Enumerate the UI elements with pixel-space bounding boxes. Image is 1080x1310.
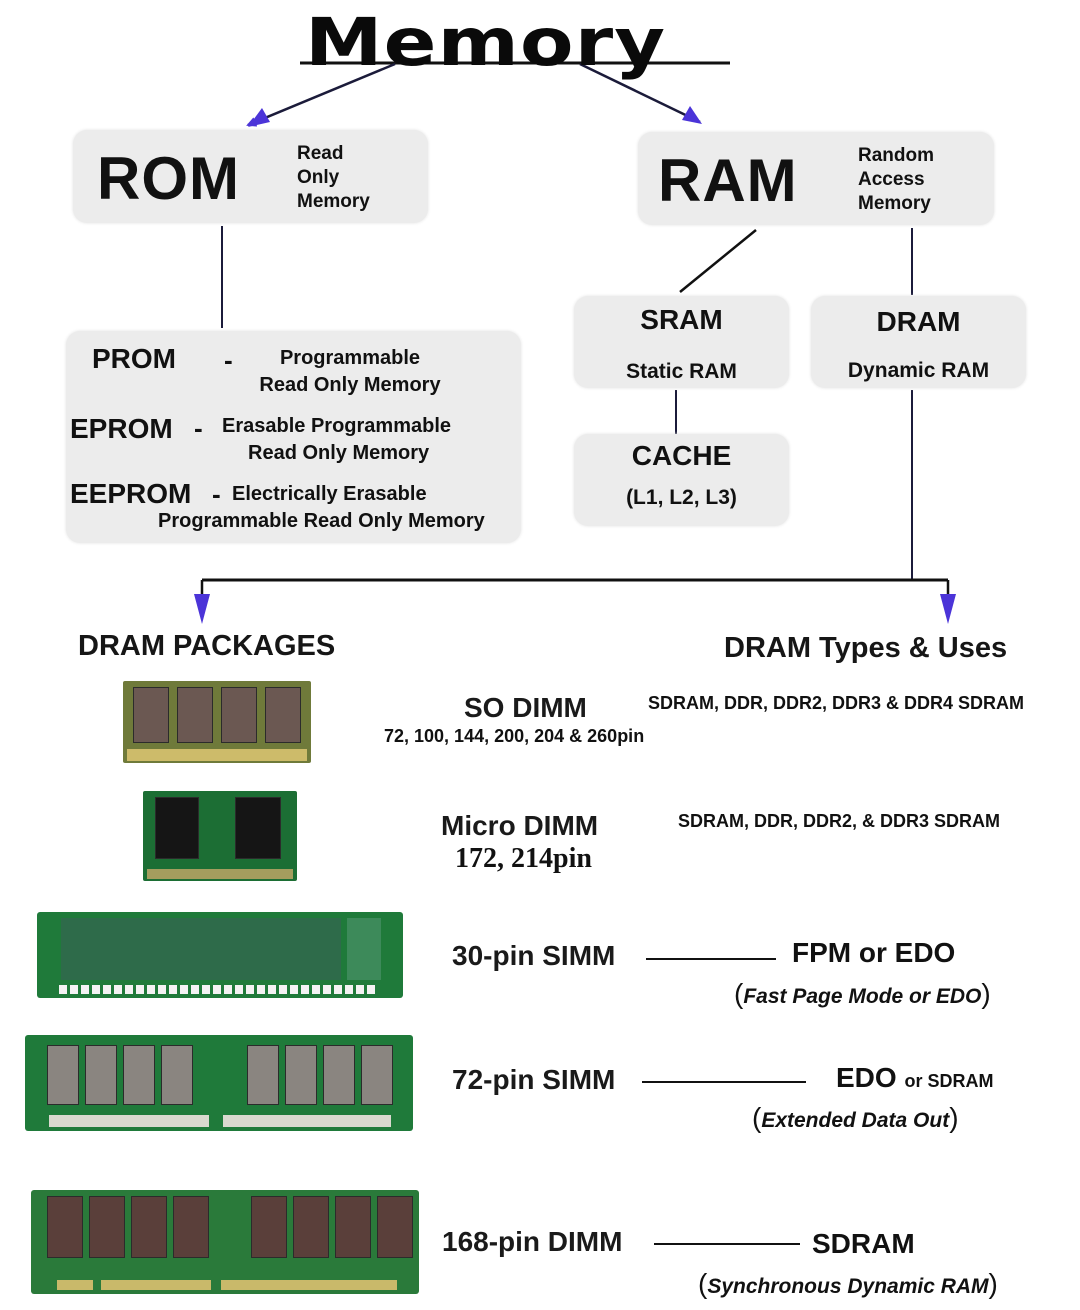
micro-dimm-uses: SDRAM, DDR, DDR2, & DDR3 SDRAM: [678, 811, 1001, 831]
dram-types-heading: DRAM Types & Uses: [724, 632, 1008, 664]
sram-box: SRAM Static RAM: [574, 296, 789, 388]
ram-expansion: Random Access Memory: [858, 145, 934, 214]
prom-acronym: PROM: [92, 343, 176, 374]
168-pin-dimm-connector: [654, 1243, 800, 1245]
72-pin-simm-module: [25, 1035, 413, 1131]
arrowhead-types: [940, 594, 956, 624]
168-pin-dimm-module: [31, 1190, 419, 1294]
cache-subtitle: (L1, L2, L3): [626, 486, 737, 509]
line-ram-to-sram: [679, 229, 757, 293]
so-dimm-uses: SDRAM, DDR, DDR2, DDR3 & DDR4 SDRAM: [648, 693, 1025, 713]
30-pin-simm-type: FPM or EDO: [792, 937, 956, 968]
72-pin-simm-connector: [642, 1081, 806, 1083]
arrowhead-rom: [248, 108, 270, 127]
eeprom-acronym: EEPROM: [70, 478, 192, 509]
arrowhead-ram: [682, 106, 702, 124]
so-dimm-pins: 72, 100, 144, 200, 204 & 260pin: [384, 726, 645, 746]
diagram-title: Memory: [305, 4, 667, 81]
rom-expansion: Read Only Memory: [297, 143, 370, 212]
so-dimm-name: SO DIMM: [464, 692, 587, 723]
dram-subtitle: Dynamic RAM: [847, 359, 990, 382]
micro-dimm-module: [143, 791, 297, 881]
micro-dimm-pins: 172, 214pin: [455, 843, 592, 874]
sram-subtitle: Static RAM: [626, 360, 737, 383]
arrowhead-packages: [194, 594, 210, 624]
rom-acronym: ROM: [97, 145, 240, 212]
dram-box: DRAM Dynamic RAM: [811, 296, 1026, 388]
rom-types-box: PROM - Programmable Read Only Memory EPR…: [66, 331, 521, 543]
prom-expansion: Programmable Read Only Memory: [259, 347, 441, 396]
dram-title: DRAM: [876, 306, 961, 337]
micro-dimm-name: Micro DIMM: [441, 810, 599, 841]
168-pin-dimm-type: SDRAM: [812, 1228, 915, 1259]
cache-box: CACHE (L1, L2, L3): [574, 434, 789, 526]
eprom-acronym: EPROM: [70, 413, 173, 444]
ram-box: RAM Random Access Memory: [638, 132, 994, 225]
dram-packages-heading: DRAM PACKAGES: [78, 630, 336, 662]
cache-title: CACHE: [631, 440, 732, 471]
30-pin-simm-module: [37, 912, 403, 998]
eprom-expansion: Erasable Programmable Read Only Memory: [222, 415, 451, 464]
72-pin-simm-type: EDO or SDRAM: [836, 1062, 994, 1093]
eeprom-expansion: Electrically Erasable Programmable Read …: [158, 483, 485, 532]
30-pin-simm-name: 30-pin SIMM: [452, 940, 616, 971]
30-pin-simm-note: (Fast Page Mode or EDO): [734, 978, 991, 1009]
sram-title: SRAM: [640, 304, 723, 335]
rom-box: ROM Read Only Memory: [73, 130, 428, 223]
168-pin-dimm-name: 168-pin DIMM: [442, 1226, 623, 1257]
30-pin-simm-connector: [646, 958, 776, 960]
72-pin-simm-name: 72-pin SIMM: [452, 1064, 616, 1095]
168-pin-dimm-note: (Synchronous Dynamic RAM): [698, 1268, 998, 1299]
72-pin-simm-note: (Extended Data Out): [752, 1102, 959, 1133]
so-dimm-module: [123, 681, 311, 763]
ram-acronym: RAM: [658, 147, 798, 214]
